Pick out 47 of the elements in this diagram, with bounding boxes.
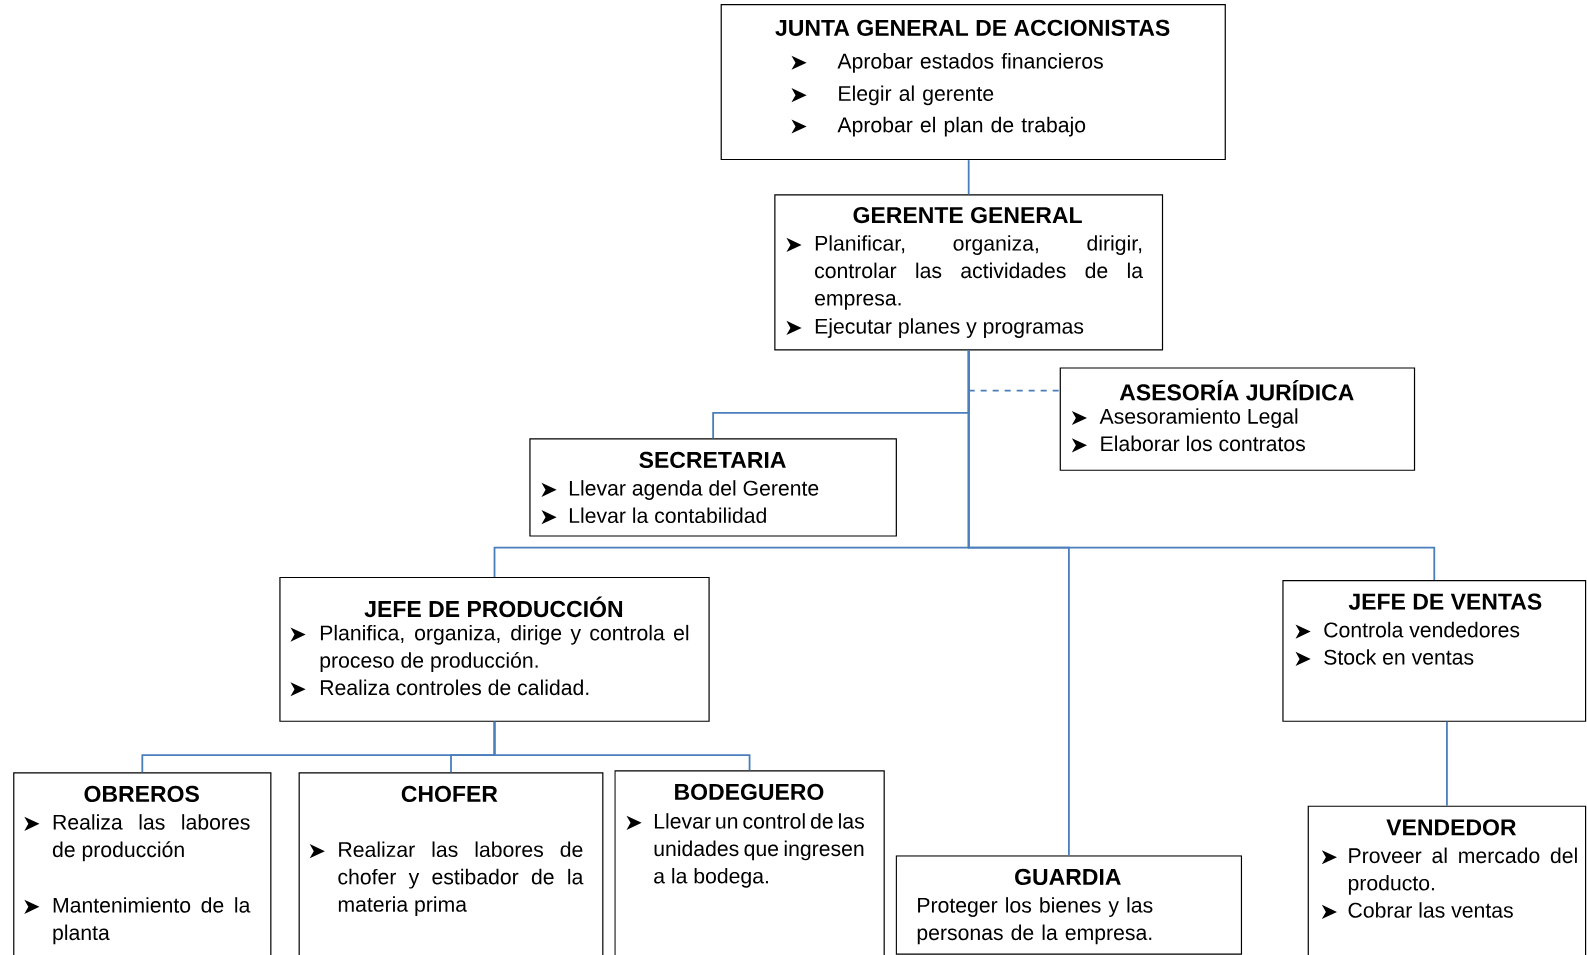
bullet-item: Ejecutar planes y programas <box>786 318 1084 338</box>
box-heading: JEFE DE PRODUCCIÓN <box>364 596 623 617</box>
box-heading: JUNTA GENERAL DE ACCIONISTAS <box>775 19 1170 36</box>
bullet-item: Aprobar el plan de trabajo <box>791 116 1086 137</box>
org-box <box>13 772 272 955</box>
bullet-item: Mantenimiento de la planta <box>24 896 251 945</box>
box-heading: GUARDIA <box>1015 868 1121 885</box>
connector-line <box>493 720 751 771</box>
box-heading: GERENTE GENERAL <box>853 206 1082 223</box>
bullet-item: Asesoramiento Legal <box>1071 408 1298 428</box>
bullet-item: Controla vendedores <box>1295 621 1520 639</box>
org-box <box>614 770 885 955</box>
connector-line <box>967 159 970 195</box>
org-box <box>774 194 1164 351</box>
connector-line <box>967 349 1436 581</box>
bullet-item: Elegir al gerente <box>791 85 994 105</box>
bullet-item: Llevar la contabilidad <box>541 507 766 525</box>
org-box <box>1282 579 1587 722</box>
org-box <box>298 772 604 955</box>
bullet-item: Elaborar los contratos <box>1071 435 1305 453</box>
org-box <box>279 576 710 722</box>
bullet-item: Llevar agenda del Gerente <box>541 479 819 500</box>
org-box <box>720 3 1226 160</box>
bullet-item: Stock en ventas <box>1295 648 1474 666</box>
bullet-item: Cobrar las ventas <box>1321 902 1513 919</box>
box-heading: SECRETARIA <box>639 451 786 468</box>
bullet-item: Realizar las labores de chofer y estibador de la materia prima <box>309 841 584 916</box>
bullet-item: Planificar, organiza, dirigir, controlar las actividades de la empresa. <box>786 235 1143 310</box>
box-heading: CHOFER <box>401 785 498 802</box>
box-text: Proteger los bienes y las personas de la empresa. <box>917 896 1153 945</box>
box-heading: ASESORÍA JURÍDICA <box>1119 379 1354 401</box>
org-box <box>1307 805 1587 955</box>
box-heading: VENDEDOR <box>1386 819 1517 836</box>
bullet-item: Realiza las labores de producción <box>24 813 250 862</box>
org-box <box>529 438 897 537</box>
bullet-item: Llevar un control de las unidades que ingresen a la bodega. <box>626 812 864 888</box>
bullet-item: Planifica, organiza, dirige y controla el proceso de producción. <box>290 624 689 672</box>
connector-line <box>1446 720 1448 807</box>
org-box <box>1059 367 1416 471</box>
org-box <box>895 855 1243 955</box>
box-heading: OBREROS <box>84 785 199 802</box>
box-heading: JEFE DE VENTAS <box>1348 593 1542 610</box>
bullet-item: Proveer al mercado del producto. <box>1321 847 1577 895</box>
bullet-item: Realiza controles de calidad. <box>290 679 589 697</box>
bullet-item: Aprobar estados financieros <box>791 52 1103 73</box>
box-heading: BODEGUERO <box>675 783 824 800</box>
connector-line <box>967 389 1061 392</box>
